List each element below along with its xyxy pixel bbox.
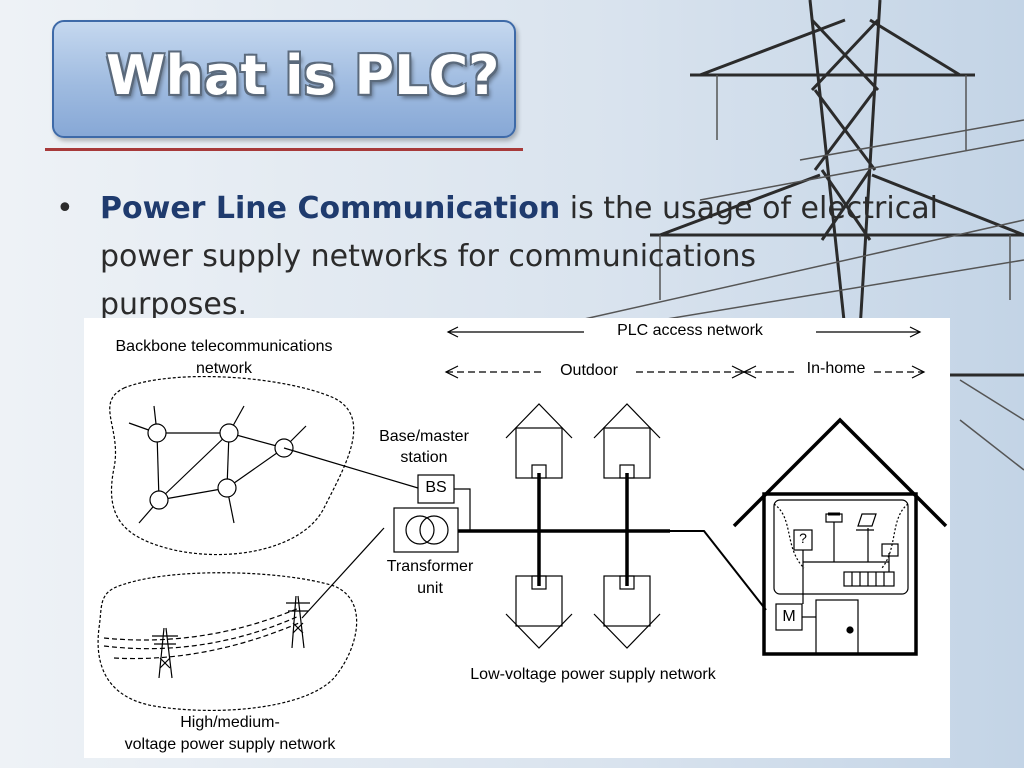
- base-station-label-line1: Base/master: [379, 428, 469, 445]
- in-home-arrowhead-right: [911, 365, 926, 379]
- computer-icon: [856, 513, 877, 531]
- bullet-dot-icon: •: [56, 191, 74, 226]
- in-home-room: [773, 499, 909, 595]
- bullet-line2: power supply networks for communications: [100, 239, 757, 274]
- house-top-1: [505, 403, 573, 479]
- hv-pylon-left: [152, 627, 178, 679]
- title-box: [52, 20, 516, 138]
- in-home-house: [732, 417, 948, 656]
- transformer-coil-right: [419, 515, 449, 545]
- bus-to-meter-link: [670, 530, 767, 611]
- outdoor-arrowhead-left: [444, 365, 459, 379]
- in-home-label: In-home: [806, 360, 866, 377]
- door-knob: [846, 626, 854, 634]
- backbone-label-line2: network: [195, 360, 253, 377]
- slide-title: What is PLC?: [106, 44, 500, 107]
- diagram-drawing: [97, 326, 948, 712]
- outdoor-label: Outdoor: [560, 362, 618, 379]
- meter-label: M: [782, 608, 796, 625]
- plc-network-diagram: PLC access network Outdoor In-home Backb…: [84, 318, 950, 758]
- hv-to-transformer-link: [301, 527, 385, 619]
- backbone-label-line1: Backbone telecommunications: [115, 338, 333, 355]
- bullet-line3: purposes.: [100, 287, 248, 322]
- house-bottom-2: [593, 575, 661, 649]
- bullet-line1-rest: is the usage of electrical: [560, 191, 938, 226]
- backbone-to-bs-link: [283, 447, 419, 489]
- low-voltage-bus: [458, 473, 670, 586]
- backbone-cloud: [109, 375, 355, 556]
- house-bottom-1: [505, 575, 573, 649]
- bullet-text: Power Line Communication is the usage of…: [100, 185, 950, 329]
- hv-label-line1: High/medium-: [180, 714, 280, 731]
- transformer-coil-left: [405, 515, 435, 545]
- hv-label-line2: voltage power supply network: [124, 736, 336, 753]
- title-underline: [45, 148, 523, 151]
- bs-label: BS: [425, 479, 447, 496]
- low-voltage-label: Low-voltage power supply network: [470, 666, 716, 683]
- hv-lines: [103, 607, 300, 660]
- plc-access-network-label: PLC access network: [617, 322, 763, 339]
- door: [815, 599, 859, 655]
- backbone-nodes: [147, 423, 294, 510]
- hv-cloud: [97, 572, 358, 712]
- transformer-label-line1: Transformer: [386, 558, 474, 575]
- curtain-right: [881, 503, 909, 569]
- house-top-2: [593, 403, 661, 479]
- bs-to-line-link: [454, 488, 471, 531]
- radiator-icon: [843, 571, 895, 587]
- plc-access-network-arrow: [446, 326, 922, 338]
- question-label: ?: [799, 530, 807, 546]
- bullet-bold-term: Power Line Communication: [100, 191, 561, 226]
- appliance-icon: [881, 543, 899, 557]
- phone-icon: [825, 512, 843, 523]
- in-home-arrowhead-left: [742, 365, 757, 379]
- base-station-label-line2: station: [400, 449, 448, 466]
- transformer-label-line2: unit: [417, 580, 443, 597]
- curtain-left: [773, 503, 805, 569]
- home-wiring: [802, 522, 890, 604]
- hv-pylon-right: [286, 595, 310, 649]
